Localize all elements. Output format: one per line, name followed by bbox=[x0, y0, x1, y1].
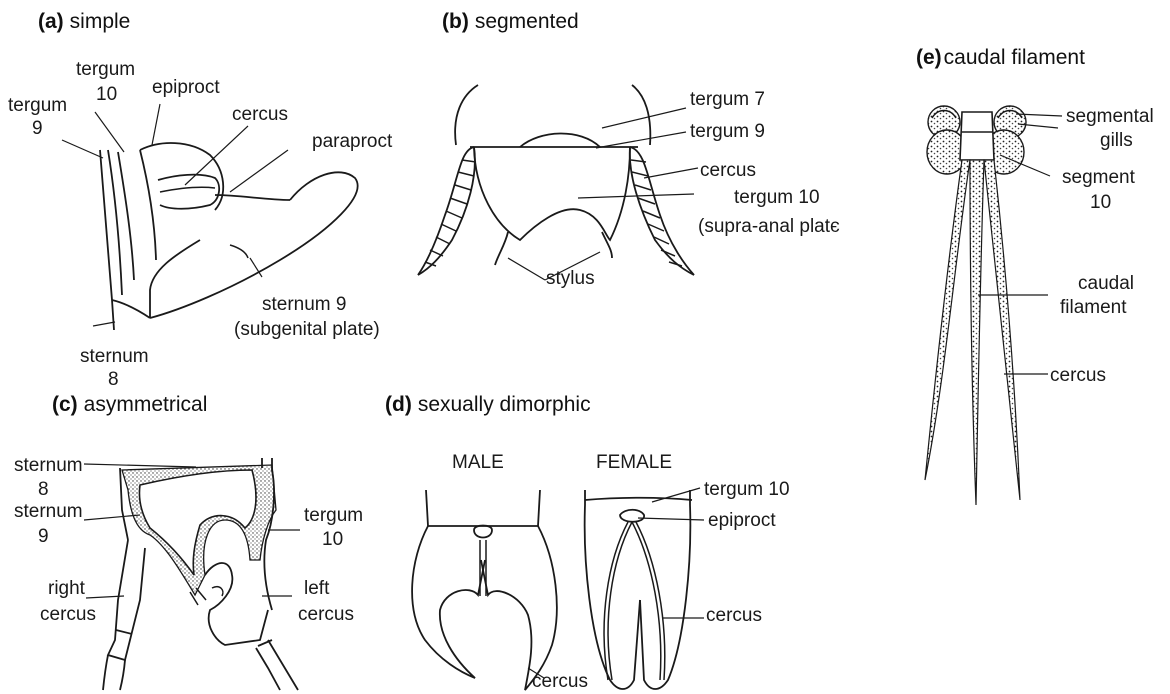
label-tergum-10: tergum 10 bbox=[704, 479, 790, 500]
label-caudal-filament: caudal filament bbox=[1060, 273, 1139, 318]
male-drawing bbox=[412, 490, 557, 690]
label-epiproct: epiproct bbox=[708, 510, 776, 531]
label-tergum-10: tergum 10 bbox=[304, 505, 368, 550]
panel-c-title: (c)asymmetrical bbox=[52, 393, 207, 416]
panel-a-title: (a)simple bbox=[38, 10, 130, 33]
female-drawing bbox=[585, 490, 692, 689]
label-epiproct: epiproct bbox=[152, 77, 220, 98]
label-right-cercus: right cercus bbox=[40, 578, 96, 625]
panel-e-drawing bbox=[925, 106, 1026, 505]
label-paraproct: paraproct bbox=[312, 131, 393, 152]
panel-b-title: (b)segmented bbox=[442, 10, 579, 33]
label-stylus: stylus bbox=[546, 268, 595, 289]
label-segmental-gills: segmental gills bbox=[1066, 106, 1159, 151]
label-male: MALE bbox=[452, 452, 504, 473]
panel-d: (d)sexually dimorphic MALE FEMALE ter bbox=[385, 393, 790, 692]
label-female: FEMALE bbox=[596, 452, 672, 473]
label-cercus: cercus bbox=[232, 104, 288, 125]
panel-c-drawing bbox=[103, 458, 298, 690]
label-tergum-10: tergum 10 bbox=[76, 59, 140, 105]
label-sternum-9: sternum 9 bbox=[14, 501, 88, 547]
label-sternum-8: sternum 8 bbox=[14, 455, 88, 500]
panel-e: (e)caudal filament segmental gills bbox=[916, 46, 1159, 505]
label-cercus: cercus bbox=[700, 160, 756, 181]
label-tergum-10: tergum 10 (supra-anal platє bbox=[698, 187, 840, 237]
panel-e-title: (e)caudal filament bbox=[916, 46, 1085, 69]
label-sternum-8: sternum 8 bbox=[80, 346, 154, 390]
label-cercus: cercus bbox=[1050, 365, 1106, 386]
label-segment-10: segment 10 bbox=[1062, 167, 1140, 213]
panel-b-drawing bbox=[418, 85, 694, 275]
panel-a: (a)simple te bbox=[8, 10, 393, 390]
label-tergum-9: tergum 9 bbox=[8, 95, 72, 139]
label-cercus-female: cercus bbox=[706, 605, 762, 626]
label-tergum-7: tergum 7 bbox=[690, 89, 765, 110]
label-cercus-male: cercus bbox=[532, 671, 588, 692]
label-tergum-9: tergum 9 bbox=[690, 121, 765, 142]
panel-b: (b)segmented tergum 7 ter bbox=[418, 10, 840, 289]
panel-c: (c)asymmetrical sternum bbox=[14, 393, 368, 690]
panel-d-title: (d)sexually dimorphic bbox=[385, 393, 591, 416]
label-left-cercus: left cercus bbox=[298, 578, 354, 625]
label-sternum-9: sternum 9 (subgenital plate) bbox=[234, 294, 380, 340]
